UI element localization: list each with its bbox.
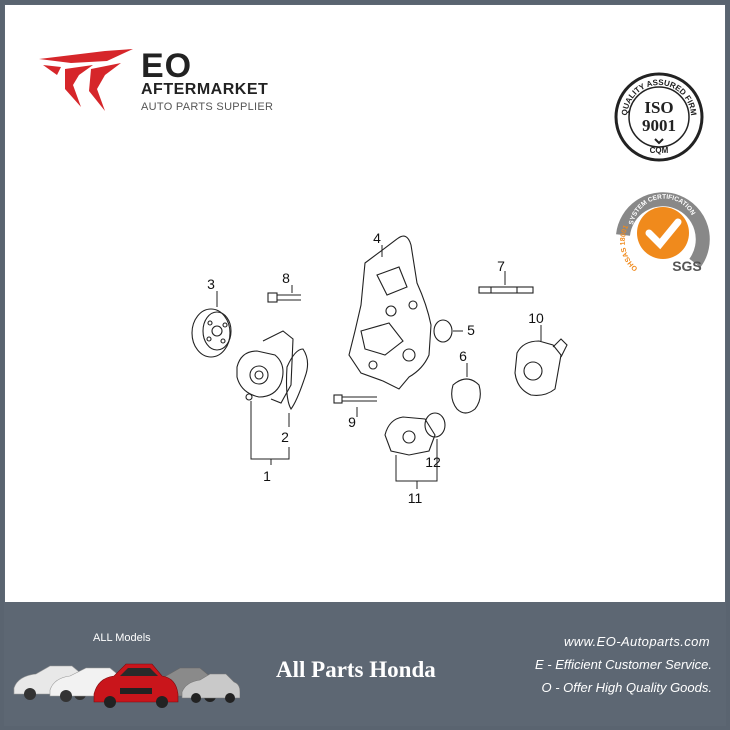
- assembly-part-11: [384, 412, 446, 456]
- footer-website[interactable]: www.EO-Autoparts.com: [564, 634, 710, 649]
- o-ring-part-5: [433, 319, 453, 343]
- callout-3: 3: [207, 276, 215, 292]
- callout-1: 1: [263, 468, 271, 484]
- car-icon-5: [181, 673, 240, 703]
- logo-tagline: AUTO PARTS SUPPLIER: [141, 101, 274, 113]
- logo-brand: EO: [141, 47, 193, 85]
- eo-wing-mark-icon: [39, 49, 133, 111]
- diagram-panel: EO AFTERMARKET AUTO PARTS SUPPLIER QUALI…: [5, 5, 725, 602]
- footer-line-o: O - Offer High Quality Goods.: [541, 680, 712, 695]
- callout-4: 4: [373, 230, 381, 246]
- sgs-label: SGS: [672, 258, 702, 274]
- callout-7: 7: [497, 258, 505, 274]
- iso-sub: CQM: [650, 146, 669, 155]
- all-models-label[interactable]: ALL Models: [93, 632, 151, 644]
- iso-line1: ISO: [644, 98, 673, 117]
- car-icon-3-red: [93, 663, 179, 708]
- eo-logo: EO AFTERMARKET AUTO PARTS SUPPLIER: [35, 45, 275, 115]
- bolt-part-8: [267, 292, 301, 303]
- callout-5: 5: [467, 322, 475, 338]
- car-lineup-image: [13, 663, 240, 708]
- callout-8: 8: [282, 270, 290, 286]
- gasket-part-2: [285, 348, 309, 410]
- water-pump-parts-diagram: 1 2 3 4 5 6 7 8 9 10 11 12: [191, 230, 568, 506]
- callout-6: 6: [459, 348, 467, 364]
- footer-headline: All Parts Honda: [276, 657, 436, 682]
- gasket-part-6: [451, 378, 481, 414]
- callout-12: 12: [425, 454, 441, 470]
- stud-part-7: [478, 286, 534, 294]
- iso-line2: 9001: [642, 116, 676, 135]
- iso-9001-badge: QUALITY ASSURED FIRM ISO 9001 CQM: [613, 71, 705, 163]
- logo-name: AFTERMARKET: [141, 81, 269, 98]
- thermostat-housing-part-10: [514, 338, 568, 396]
- pulley-part: [191, 308, 232, 358]
- callout-10: 10: [528, 310, 544, 326]
- bolt-part-9: [333, 394, 377, 404]
- sgs-ohsas-badge: SYSTEM CERTIFICATION OHSAS 18001 SGS: [615, 185, 713, 283]
- footer-line-e: E - Efficient Customer Service.: [535, 657, 712, 672]
- callout-2: 2: [281, 429, 289, 445]
- callout-11: 11: [408, 490, 423, 506]
- callout-9: 9: [348, 414, 356, 430]
- water-pump-part: [236, 330, 294, 404]
- housing-part-4: [348, 235, 432, 390]
